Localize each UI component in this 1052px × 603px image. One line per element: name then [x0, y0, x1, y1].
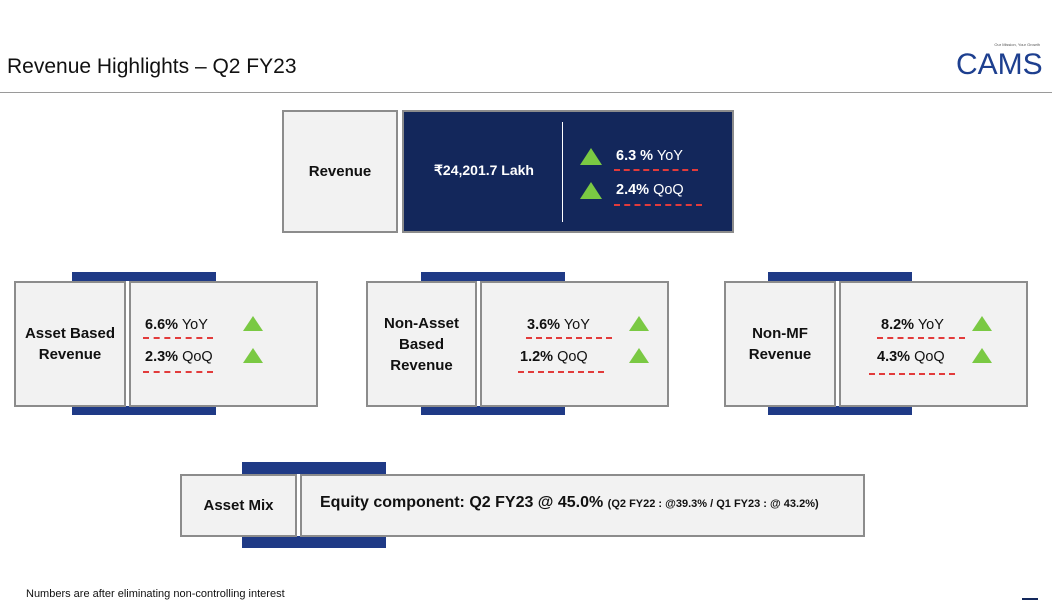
asset-based-qoq-up-arrow-icon — [243, 348, 263, 363]
asset-based-label-box: Asset Based Revenue — [14, 281, 126, 407]
asset-based-label: Asset Based Revenue — [24, 325, 116, 363]
asset-mix-accent-top — [242, 462, 386, 474]
revenue-qoq-unit: QoQ — [653, 182, 684, 198]
asset-mix-main-text: Equity component: Q2 FY23 @ 45.0% — [320, 494, 604, 511]
header-divider — [0, 92, 1052, 93]
asset-based-qoq-underline — [143, 371, 213, 373]
revenue-yoy-unit: YoY — [656, 148, 683, 164]
logo-tagline: Our Mission, Your Growth — [994, 42, 1040, 47]
asset-mix-detail: Equity component: Q2 FY23 @ 45.0% (Q2 FY… — [320, 494, 819, 512]
non-mf-label: Non-MF Revenue — [748, 325, 812, 363]
non-asset-label: Non-Asset Based Revenue — [383, 314, 459, 374]
revenue-summary-panel: ₹24,201.7 Lakh 6.3 % YoY 2.4% QoQ — [402, 110, 734, 233]
non-asset-yoy: 3.6% YoY — [527, 317, 590, 333]
non-asset-qoq-underline — [518, 371, 604, 373]
non-asset-qoq-unit: QoQ — [557, 349, 588, 365]
non-asset-accent-top — [421, 272, 565, 281]
revenue-amount: ₹24,201.7 Lakh — [434, 162, 534, 178]
asset-based-qoq-value: 2.3% — [145, 349, 179, 365]
revenue-qoq-value: 2.4% — [616, 182, 650, 198]
revenue-panel-divider — [562, 122, 563, 222]
asset-based-yoy-value: 6.6% — [145, 317, 179, 333]
non-mf-accent-bottom — [768, 406, 912, 415]
non-mf-qoq-unit: QoQ — [914, 349, 945, 365]
non-mf-yoy: 8.2% YoY — [881, 317, 944, 333]
revenue-qoq-up-arrow-icon — [580, 182, 602, 199]
non-asset-yoy-unit: YoY — [563, 317, 590, 333]
non-mf-qoq-underline — [869, 373, 955, 375]
asset-based-yoy: 6.6% YoY — [145, 317, 208, 333]
footnote: Numbers are after eliminating non-contro… — [26, 588, 285, 600]
asset-mix-accent-bottom — [242, 536, 386, 548]
non-mf-accent-top — [768, 272, 912, 281]
revenue-qoq-underline — [614, 204, 702, 206]
asset-mix-label: Asset Mix — [203, 497, 274, 514]
non-asset-yoy-value: 3.6% — [527, 317, 561, 333]
non-asset-yoy-up-arrow-icon — [629, 316, 649, 331]
asset-based-accent-bottom — [72, 406, 216, 415]
asset-based-qoq-unit: QoQ — [182, 349, 213, 365]
non-mf-qoq-value: 4.3% — [877, 349, 911, 365]
revenue-yoy-up-arrow-icon — [580, 148, 602, 165]
asset-mix-detail-box: Equity component: Q2 FY23 @ 45.0% (Q2 FY… — [300, 474, 865, 537]
non-asset-qoq-value: 1.2% — [520, 349, 554, 365]
revenue-label: Revenue — [308, 163, 372, 180]
cams-logo: Our Mission, Your Growth CAMS — [950, 42, 1050, 82]
asset-based-accent-top — [72, 272, 216, 281]
non-asset-label-box: Non-Asset Based Revenue — [366, 281, 477, 407]
asset-mix-sub-text: (Q2 FY22 : @39.3% / Q1 FY23 : @ 43.2%) — [607, 498, 819, 510]
asset-based-metrics-box: 6.6% YoY 2.3% QoQ — [129, 281, 318, 407]
non-asset-metrics-box: 3.6% YoY 1.2% QoQ — [480, 281, 669, 407]
non-mf-metrics-box: 8.2% YoY 4.3% QoQ — [839, 281, 1028, 407]
asset-based-yoy-unit: YoY — [181, 317, 208, 333]
revenue-yoy-value: 6.3 % — [616, 148, 654, 164]
non-asset-qoq-up-arrow-icon — [629, 348, 649, 363]
asset-based-yoy-up-arrow-icon — [243, 316, 263, 331]
non-mf-yoy-up-arrow-icon — [972, 316, 992, 331]
non-mf-qoq-up-arrow-icon — [972, 348, 992, 363]
logo-text: CAMS — [956, 48, 1043, 81]
asset-mix-label-box: Asset Mix — [180, 474, 297, 537]
page-title: Revenue Highlights – Q2 FY23 — [7, 55, 297, 78]
non-mf-yoy-value: 8.2% — [881, 317, 915, 333]
asset-based-yoy-underline — [143, 337, 213, 339]
non-asset-yoy-underline — [526, 337, 612, 339]
revenue-yoy-underline — [614, 169, 698, 171]
non-asset-qoq: 1.2% QoQ — [520, 349, 588, 365]
revenue-yoy: 6.3 % YoY — [616, 148, 683, 164]
non-asset-accent-bottom — [421, 406, 565, 415]
revenue-label-box: Revenue — [282, 110, 398, 233]
slide-corner-mark — [1022, 598, 1038, 600]
revenue-qoq: 2.4% QoQ — [616, 182, 684, 198]
non-mf-yoy-unit: YoY — [917, 317, 944, 333]
asset-based-qoq: 2.3% QoQ — [145, 349, 213, 365]
non-mf-yoy-underline — [877, 337, 965, 339]
non-mf-label-box: Non-MF Revenue — [724, 281, 836, 407]
non-mf-qoq: 4.3% QoQ — [877, 349, 945, 365]
